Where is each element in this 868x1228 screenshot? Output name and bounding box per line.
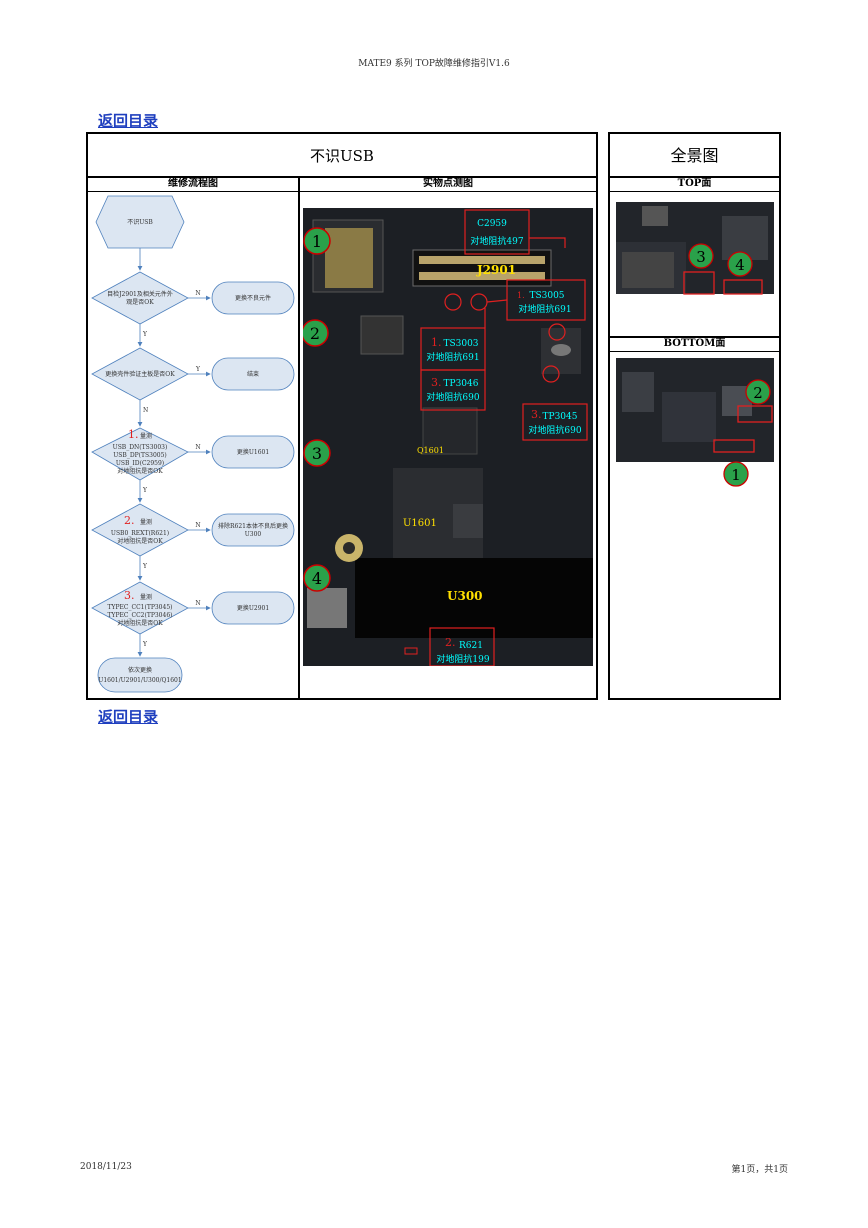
ts3003-name: TS3003 (443, 339, 478, 349)
flow-decision-1 (91, 271, 189, 325)
photo-marker-1: 1 (312, 232, 322, 251)
flow-decision-5-number: 3. (124, 589, 135, 602)
flow-decision-3-line-4: USB_ID(C2959) (116, 460, 164, 467)
top-view-marker-4: 4 (735, 256, 745, 274)
flow-end-line-1: 依次更换 (128, 666, 152, 674)
ts3005-value: 对地阻抗691 (518, 303, 571, 315)
back-to-contents-link-bottom[interactable]: 返回目录 (98, 708, 159, 726)
u300-label: U300 (447, 589, 483, 603)
flow-decision-1-line-2: 观是否OK (126, 299, 154, 306)
photo-marker-3: 3 (312, 444, 322, 463)
ts3005-number: 1. (517, 291, 525, 300)
flow-yes-label: Y (142, 331, 148, 338)
flow-action-1 (211, 281, 295, 315)
back-to-contents-link[interactable]: 返回目录 (98, 112, 159, 130)
r621-name: R621 (459, 641, 483, 651)
c2959-value: 对地阻抗497 (470, 235, 523, 247)
flow-no-label: N (195, 290, 200, 297)
photo-marker-2: 2 (310, 324, 320, 343)
flow-decision-3-number: 1. (128, 428, 139, 441)
flow-decision-3-line-5: 对地阻抗是否OK (117, 467, 163, 475)
r621-value: 对地阻抗199 (436, 653, 489, 665)
footer-page: 第1页，共1页 (731, 1165, 788, 1175)
flow-yes-label: Y (195, 366, 201, 373)
flow-action-3 (211, 435, 295, 469)
flow-action-1-text: 更换不良元件 (235, 294, 271, 302)
flow-yes-label: Y (142, 487, 148, 494)
flow-yes-label: Y (142, 641, 148, 648)
flow-action-4 (211, 513, 295, 547)
bottom-view-label: BOTTOM面 (610, 338, 779, 352)
flow-action-3-text: 更换U1601 (237, 448, 269, 456)
flow-decision-5-line-1: 量测 (140, 593, 152, 601)
u300-chip (355, 558, 593, 638)
flow-yes-label: Y (142, 563, 148, 570)
photo-column-header: 实物点测图 (300, 178, 596, 192)
flow-decision-3-line-3: USB_DP(TS3005) (113, 452, 167, 459)
ts3003-number: 1. (431, 336, 442, 349)
flow-decision-1-line-1: 目检J2901及相关元件外 (107, 290, 173, 298)
flow-end-line-2: U1601/U2901/U300/Q1601 (98, 677, 181, 684)
tp3045-number: 3. (531, 408, 542, 421)
flow-decision-5-line-2: TYPEC_CC1(TP3045) (108, 604, 173, 611)
c2959-name: C2959 (477, 219, 507, 229)
flow-no-label: N (143, 407, 148, 414)
tp3045-value: 对地阻抗690 (528, 424, 581, 436)
top-view-board-image: 3 4 (616, 202, 774, 295)
flow-no-label: N (195, 444, 200, 451)
ts3005-name: TS3005 (529, 291, 564, 301)
flow-end-node (97, 657, 183, 693)
flow-decision-5-line-3: TYPEC_CC2(TP3046) (108, 612, 173, 619)
flow-decision-3-line-1: 量测 (140, 432, 152, 440)
document-header: MATE9 系列 TOP故障维修指引V1.6 (358, 59, 510, 69)
flow-decision-5-line-4: 对地阻抗是否OK (117, 619, 163, 627)
flow-decision-4-number: 2. (124, 514, 135, 527)
flow-action-5 (211, 591, 295, 625)
j2901-label: J2901 (476, 263, 516, 277)
top-view-label: TOP面 (610, 178, 779, 192)
bottom-view-board-image: 2 1 (616, 358, 774, 487)
flow-action-2 (211, 357, 295, 391)
bottom-view-marker-1: 1 (731, 466, 741, 484)
ts3003-value: 对地阻抗691 (426, 351, 479, 363)
footer-date: 2018/11/23 (80, 1162, 132, 1172)
flow-decision-2-line-1: 更换壳件验证主板是否OK (105, 370, 175, 378)
flow-action-4-line-2: U300 (245, 531, 262, 538)
tp3046-number: 3. (431, 376, 442, 389)
flow-start-text: 不识USB (127, 219, 153, 226)
photo-marker-4: 4 (312, 569, 322, 588)
q1601-label: Q1601 (417, 446, 444, 455)
repair-flowchart: 不识USB 目检J2901及相关元件外 观是否OK N 更换不良元件 Y 更换壳… (91, 195, 295, 693)
overview-divider (610, 336, 779, 338)
pcb-measurement-photo: J2901 U1601 U300 Q1601 1 2 3 4 C2959 对地阻… (303, 208, 593, 666)
flow-decision-3-line-2: USB_DN(TS3003) (113, 444, 168, 451)
top-view-marker-3: 3 (696, 248, 706, 266)
flow-start-node (95, 195, 185, 249)
flow-decision-4-line-3: 对地阻抗是否OK (117, 537, 163, 545)
column-divider (298, 178, 300, 698)
tp3046-value: 对地阻抗690 (426, 391, 479, 403)
flow-decision-4-line-1: 量测 (140, 518, 152, 526)
flow-no-label: N (195, 600, 200, 607)
tp3045-name: TP3045 (543, 412, 578, 422)
flow-action-4-line-1: 排除R621本体不良后更换 (218, 522, 288, 530)
flow-action-5-text: 更换U2901 (237, 604, 269, 612)
main-table-title: 不识USB (88, 134, 596, 178)
u1601-label: U1601 (403, 518, 437, 529)
tp3046-name: TP3046 (444, 379, 479, 389)
bottom-view-marker-2: 2 (753, 384, 763, 402)
flow-action-2-text: 结束 (247, 370, 259, 378)
r621-number: 2. (445, 636, 456, 649)
flow-no-label: N (195, 522, 200, 529)
flow-decision-4-line-2: USB0_REXT(R621) (111, 530, 169, 537)
overview-title: 全景图 (610, 134, 779, 178)
